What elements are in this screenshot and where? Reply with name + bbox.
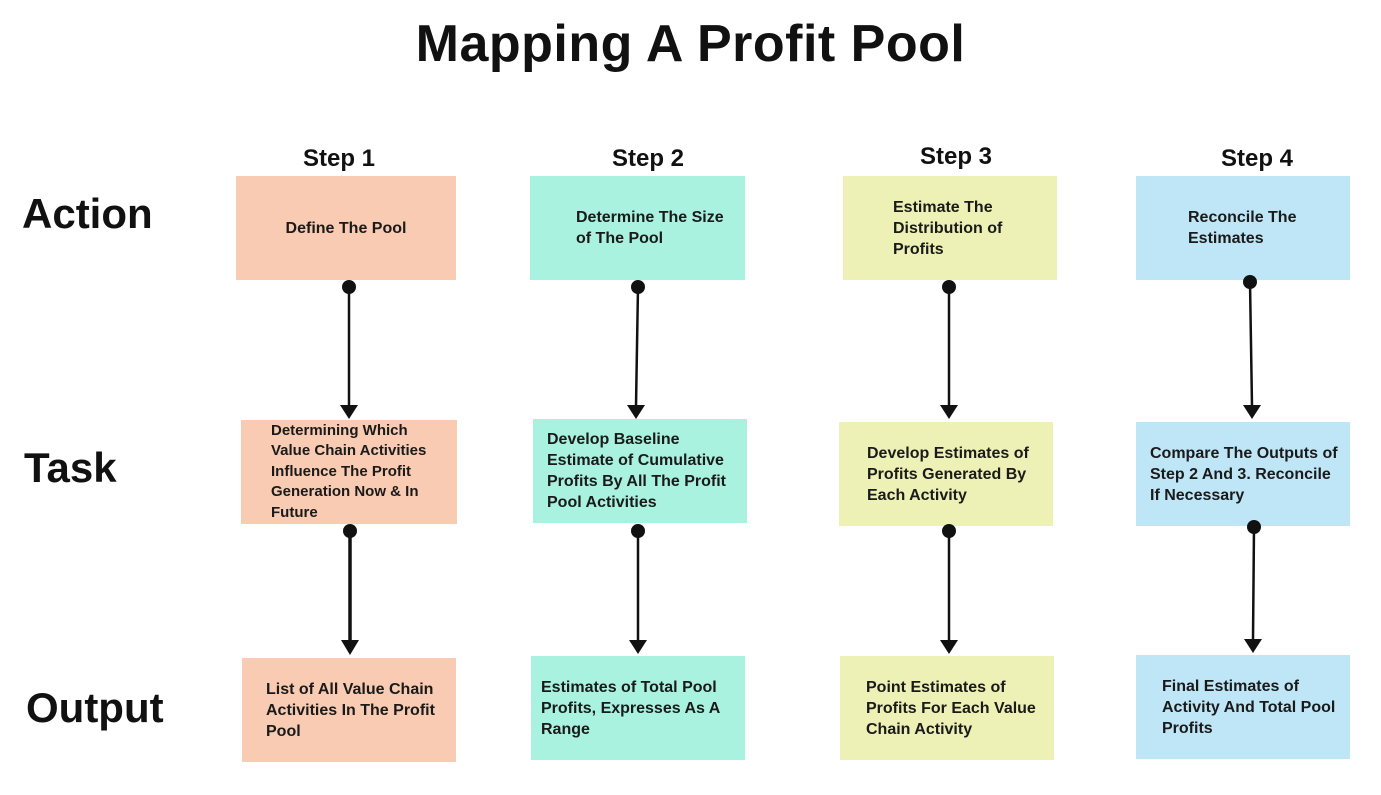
step-1-task-to-output-connector (341, 524, 359, 655)
step-2-task-text: Develop Baseline Estimate of Cumulative … (547, 431, 726, 511)
step-2-task-connector-dot (631, 524, 645, 538)
step-1-task-connector-dot (343, 524, 357, 538)
step-2-task-to-output-connector (629, 524, 647, 654)
step-3-label: Step 3 (919, 143, 993, 170)
step-4-action-text: Reconcile The Estimates (1188, 209, 1297, 247)
step-2-output-text: Estimates of Total Pool Profits, Express… (541, 678, 720, 738)
step-4-task-arrow-line (1251, 526, 1256, 641)
step-4-task-text: Compare The Outputs of Step 2 And 3. Rec… (1150, 444, 1338, 504)
row-label-output: Output (26, 684, 164, 731)
step-3-output-box: Point Estimates of Profits For Each Valu… (840, 656, 1054, 760)
step-2-output-box: Estimates of Total Pool Profits, Express… (531, 656, 745, 760)
step-1-action-arrowhead (340, 405, 358, 419)
step-1-action-to-task-connector (340, 280, 358, 419)
step-3-action-box: Estimate The Distribution of Profits (843, 176, 1057, 280)
step-4-output-box: Final Estimates of Activity And Total Po… (1136, 655, 1350, 759)
step-3-action-connector-dot (942, 280, 956, 294)
step-1-task-arrowhead (341, 640, 359, 655)
step-1-output-box: List of All Value Chain Activities In Th… (242, 658, 456, 762)
step-1-label: Step 1 (302, 145, 376, 172)
step-2-action-to-task-connector (627, 280, 645, 419)
step-4-action-arrowhead (1243, 405, 1261, 419)
step-2-action-arrow-line (634, 286, 640, 407)
step-3-task-connector-dot (942, 524, 956, 538)
step-1-action-text: Define The Pool (285, 219, 407, 237)
step-1-action-box: Define The Pool (236, 176, 456, 280)
step-4-task-box: Compare The Outputs of Step 2 And 3. Rec… (1136, 422, 1350, 526)
step-2-action-text: Determine The Size of The Pool (576, 209, 724, 247)
step-4-output-text: Final Estimates of Activity And Total Po… (1162, 677, 1336, 737)
step-4-action-arrow-line (1248, 281, 1254, 407)
step-2-task-box: Develop Baseline Estimate of Cumulative … (533, 419, 747, 523)
step-2-action-box: Determine The Size of The Pool (530, 176, 745, 280)
step-3-action-text: Estimate The Distribution of Profits (893, 198, 1003, 258)
step-4-action-to-task-connector (1243, 275, 1261, 419)
row-label-action: Action (22, 190, 153, 237)
step-4-task-arrowhead (1244, 639, 1262, 653)
step-2-action-connector-dot (631, 280, 645, 294)
step-3-task-box: Develop Estimates of Profits Generated B… (839, 422, 1053, 526)
step-4-task-to-output-connector (1244, 520, 1262, 653)
diagram-title: Mapping A Profit Pool (415, 15, 966, 73)
step-3-action-to-task-connector (940, 280, 958, 419)
step-1-action-connector-dot (342, 280, 356, 294)
step-3-output-text: Point Estimates of Profits For Each Valu… (866, 678, 1036, 738)
step-1-task-box: Determining Which Value Chain Activities… (241, 420, 457, 524)
step-2-task-arrowhead (629, 640, 647, 654)
step-3-task-arrowhead (940, 640, 958, 654)
step-1-output-text: List of All Value Chain Activities In Th… (266, 680, 435, 740)
step-4-label: Step 4 (1220, 145, 1294, 172)
step-3-task-text: Develop Estimates of Profits Generated B… (867, 444, 1029, 504)
step-4-action-box: Reconcile The Estimates (1136, 176, 1350, 280)
step-3-task-to-output-connector (940, 524, 958, 654)
row-label-task: Task (24, 444, 117, 491)
step-3-action-arrowhead (940, 405, 958, 419)
step-1-task-text: Determining Which Value Chain Activities… (271, 421, 427, 521)
step-2-action-arrowhead (627, 405, 645, 419)
step-2-label: Step 2 (611, 145, 685, 172)
